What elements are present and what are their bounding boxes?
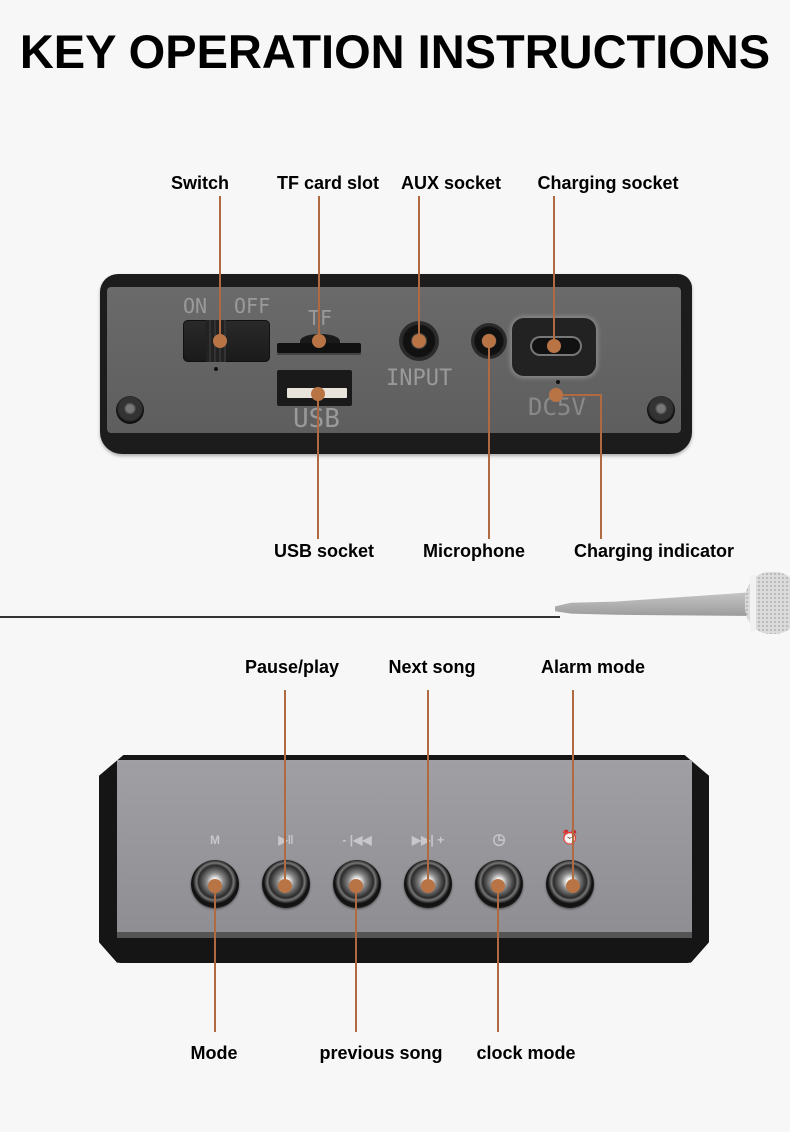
marker-dot: [549, 388, 563, 402]
leader-microphone: [488, 341, 490, 539]
marker-dot: [412, 334, 426, 348]
marker-dot: [278, 879, 292, 893]
label-usb-socket: USB socket: [273, 541, 375, 561]
alarm-clock-icon: ⏰: [561, 829, 579, 845]
previous-track-icon: - |◀◀: [342, 833, 372, 847]
marker-dot: [547, 339, 561, 353]
tf-card-slot[interactable]: [277, 343, 361, 355]
label-charging-indicator: Charging indicator: [573, 541, 735, 561]
marker-dot: [349, 879, 363, 893]
label-alarm-mode: Alarm mode: [540, 657, 646, 677]
label-aux-socket: AUX socket: [400, 173, 502, 193]
button-panel-edge: [117, 932, 692, 938]
label-tf-card-slot: TF card slot: [276, 173, 380, 193]
marker-dot: [491, 879, 505, 893]
button-panel-face: [117, 760, 692, 932]
leader-usb: [317, 394, 319, 539]
marker-dot: [482, 334, 496, 348]
marker-dot: [311, 387, 325, 401]
leader-charging-indicator-h: [556, 394, 602, 396]
charging-indicator-led: [556, 380, 560, 384]
label-charging-socket: Charging socket: [537, 173, 679, 193]
label-previous-song: previous song: [319, 1043, 443, 1063]
mode-icon: M: [210, 833, 220, 847]
label-pause-play: Pause/play: [244, 657, 340, 677]
leader-next-song: [427, 690, 429, 886]
microphone-handle: [555, 592, 755, 616]
print-input: INPUT: [386, 366, 453, 391]
leader-mode: [214, 886, 216, 1032]
play-pause-icon: ▶‖: [278, 833, 294, 847]
label-switch: Switch: [170, 173, 230, 193]
leader-tf: [318, 196, 320, 344]
print-usb: USB: [293, 404, 340, 434]
print-on: ON: [183, 294, 208, 318]
label-microphone: Microphone: [423, 541, 525, 561]
print-off: OFF: [234, 294, 271, 318]
label-clock-mode: clock mode: [476, 1043, 576, 1063]
marker-dot: [213, 334, 227, 348]
label-next-song: Next song: [388, 657, 476, 677]
screw-icon: [116, 396, 144, 424]
leader-charging-socket: [553, 196, 555, 346]
leader-charging-indicator: [600, 394, 602, 539]
section-divider: [0, 616, 560, 618]
leader-aux: [418, 196, 420, 341]
leader-switch: [219, 196, 221, 344]
clock-icon: ◷: [492, 831, 506, 848]
switch-indicator-hole: [214, 367, 218, 371]
marker-dot: [208, 879, 222, 893]
marker-dot: [421, 879, 435, 893]
screw-icon: [647, 396, 675, 424]
leader-pause-play: [284, 690, 286, 886]
print-tf: TF: [308, 306, 333, 330]
marker-dot: [312, 334, 326, 348]
page-title: KEY OPERATION INSTRUCTIONS: [19, 25, 771, 78]
microphone-ring: [750, 574, 756, 632]
marker-dot: [566, 879, 580, 893]
label-mode: Mode: [190, 1043, 238, 1063]
leader-alarm-mode: [572, 690, 574, 886]
leader-previous-song: [355, 886, 357, 1032]
leader-clock-mode: [497, 886, 499, 1032]
